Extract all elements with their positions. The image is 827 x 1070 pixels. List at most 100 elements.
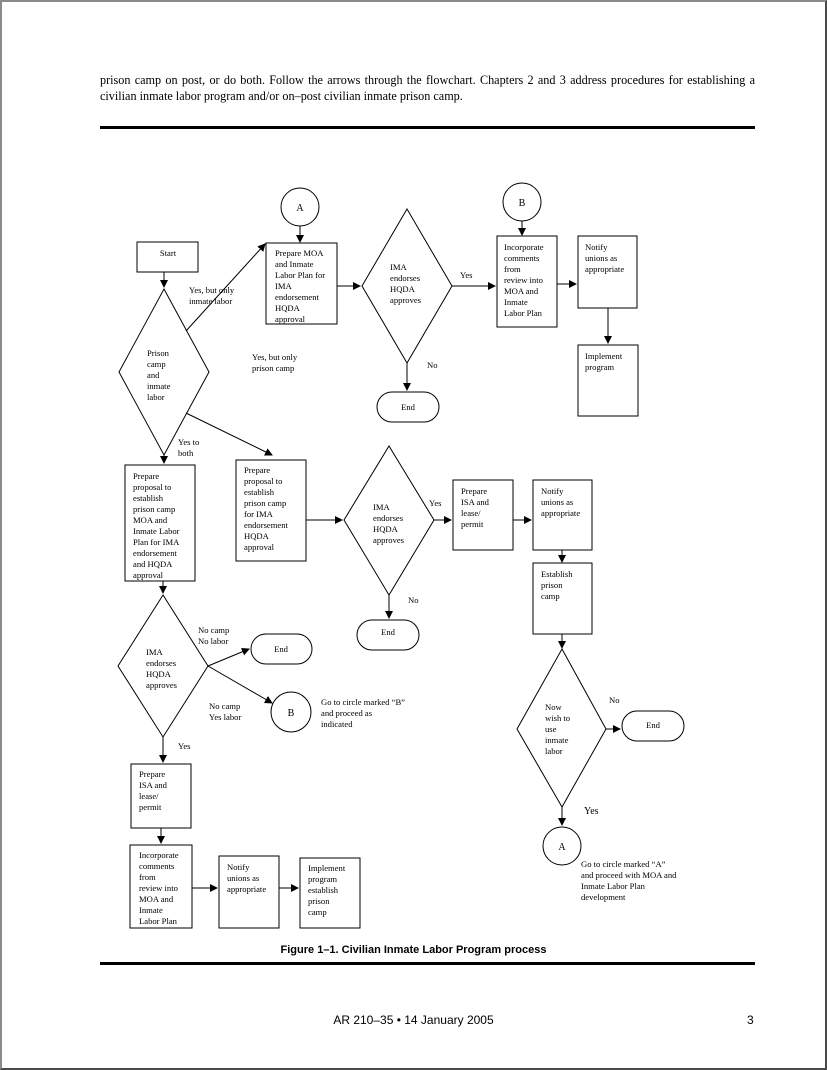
svg-text:HQDA: HQDA (244, 531, 270, 541)
svg-text:Prepare MOA: Prepare MOA (275, 248, 324, 258)
svg-text:Yes to: Yes to (178, 437, 199, 447)
box-implement-top (577, 344, 639, 417)
box-implement-bottom-text: Implement program establish prison camp (308, 863, 346, 917)
svg-text:camp: camp (541, 591, 560, 601)
svg-text:approves: approves (373, 535, 405, 545)
svg-text:inmate: inmate (147, 381, 171, 391)
svg-text:prison camp: prison camp (252, 363, 294, 373)
svg-text:Inmate: Inmate (139, 905, 163, 915)
connector-a-bottom (542, 826, 582, 866)
connector-a-bottom-label: A (558, 842, 566, 853)
connector-b-top-label: B (519, 198, 526, 209)
svg-text:prison camp: prison camp (244, 498, 286, 508)
svg-text:HQDA: HQDA (373, 524, 399, 534)
note-goto-b: Go to circle marked “B” and proceed as i… (321, 697, 405, 729)
svg-text:program: program (585, 362, 614, 372)
label-yes-prison-camp: Yes, but only prison camp (252, 352, 298, 373)
decision-prison-camp-text: Prison camp and inmate labor (147, 348, 171, 402)
label-no-camp-yes-labor: No camp Yes labor (209, 701, 241, 722)
svg-text:lease/: lease/ (461, 508, 481, 518)
svg-text:and proceed with MOA and: and proceed with MOA and (581, 870, 677, 880)
svg-text:Labor Plan: Labor Plan (139, 916, 178, 926)
svg-text:approves: approves (390, 295, 422, 305)
svg-text:proposal to: proposal to (244, 476, 282, 486)
svg-text:Prison: Prison (147, 348, 170, 358)
svg-text:lease/: lease/ (139, 791, 159, 801)
connector-a-top-label: A (296, 203, 304, 214)
svg-text:Go to circle marked “A”: Go to circle marked “A” (581, 859, 666, 869)
box-isa-middle-text: Prepare ISA and lease/ permit (461, 486, 490, 529)
svg-text:approval: approval (133, 570, 164, 580)
svg-text:review into: review into (504, 275, 543, 285)
decision-wish-labor-text: Now wish to use inmate labor (545, 702, 570, 756)
svg-text:for IMA: for IMA (244, 509, 274, 519)
end-box-3 (250, 633, 313, 665)
svg-text:approval: approval (244, 542, 275, 552)
label-no-4: No (609, 695, 620, 705)
intro-paragraph: prison camp on post, or do both. Follow … (100, 73, 755, 103)
svg-text:Inmate: Inmate (504, 297, 528, 307)
svg-text:appropriate: appropriate (585, 264, 624, 274)
figure-caption: Figure 1–1. Civilian Inmate Labor Progra… (280, 944, 547, 956)
connector-b-bottom (270, 691, 312, 733)
end-label-2: End (381, 627, 396, 637)
svg-text:comments: comments (504, 253, 540, 263)
svg-text:use: use (545, 724, 557, 734)
box-moa-plan-text: Prepare MOA and Inmate Labor Plan for IM… (275, 248, 325, 324)
svg-text:and: and (147, 370, 160, 380)
decision-prison-camp (118, 287, 210, 457)
box-isa-middle (452, 479, 514, 551)
page-number: 3 (747, 1013, 754, 1027)
svg-text:permit: permit (139, 802, 162, 812)
svg-text:Yes, but only: Yes, but only (189, 285, 235, 295)
box-isa-bottom-text: Prepare ISA and lease/ permit (139, 769, 168, 812)
svg-text:from: from (139, 872, 156, 882)
decision-wish-labor (516, 647, 607, 809)
label-yes-3: Yes (178, 741, 191, 751)
svg-text:IMA: IMA (146, 647, 164, 657)
box-moa-plan (265, 242, 338, 325)
svg-text:inmate: inmate (545, 735, 569, 745)
svg-text:approval: approval (275, 314, 306, 324)
end-label-4: End (646, 720, 661, 730)
label-no-camp-no-labor: No camp No labor (198, 625, 229, 646)
svg-text:IMA: IMA (373, 502, 391, 512)
svg-text:establish: establish (133, 493, 164, 503)
svg-text:Labor Plan for: Labor Plan for (275, 270, 325, 280)
svg-text:unions as: unions as (541, 497, 574, 507)
svg-text:Prepare: Prepare (139, 769, 165, 779)
box-proposal-camp (235, 459, 307, 562)
svg-text:endorsement: endorsement (133, 548, 178, 558)
svg-text:Labor Plan: Labor Plan (504, 308, 543, 318)
svg-text:Now: Now (545, 702, 563, 712)
bottom-rule (100, 962, 755, 965)
label-no-2: No (408, 595, 419, 605)
svg-text:review into: review into (139, 883, 178, 893)
svg-text:both: both (178, 448, 194, 458)
box-incorporate-top (496, 235, 558, 328)
top-rule (100, 126, 755, 129)
svg-text:HQDA: HQDA (390, 284, 416, 294)
end-box-2 (356, 619, 420, 651)
svg-text:IMA: IMA (275, 281, 293, 291)
svg-text:camp: camp (308, 907, 327, 917)
svg-text:Prepare: Prepare (244, 465, 270, 475)
svg-text:prison camp: prison camp (133, 504, 175, 514)
start-label: Start (160, 248, 177, 258)
svg-text:from: from (504, 264, 521, 274)
box-incorporate-bottom-text: Incorporate comments from review into MO… (139, 850, 179, 926)
decision-ima-1-text: IMA endorses HQDA approves (390, 262, 422, 305)
svg-text:comments: comments (139, 861, 175, 871)
box-implement-top-text: Implement program (585, 351, 623, 372)
svg-text:wish to: wish to (545, 713, 570, 723)
end-label-1: End (401, 402, 416, 412)
box-incorporate-top-text: Incorporate comments from review into MO… (504, 242, 544, 318)
svg-text:Yes, but only: Yes, but only (252, 352, 298, 362)
label-yes-both: Yes to both (178, 437, 199, 458)
svg-text:endorsement: endorsement (275, 292, 320, 302)
svg-text:MOA and: MOA and (139, 894, 174, 904)
end-box-1 (376, 391, 440, 423)
box-proposal-both (124, 464, 196, 582)
